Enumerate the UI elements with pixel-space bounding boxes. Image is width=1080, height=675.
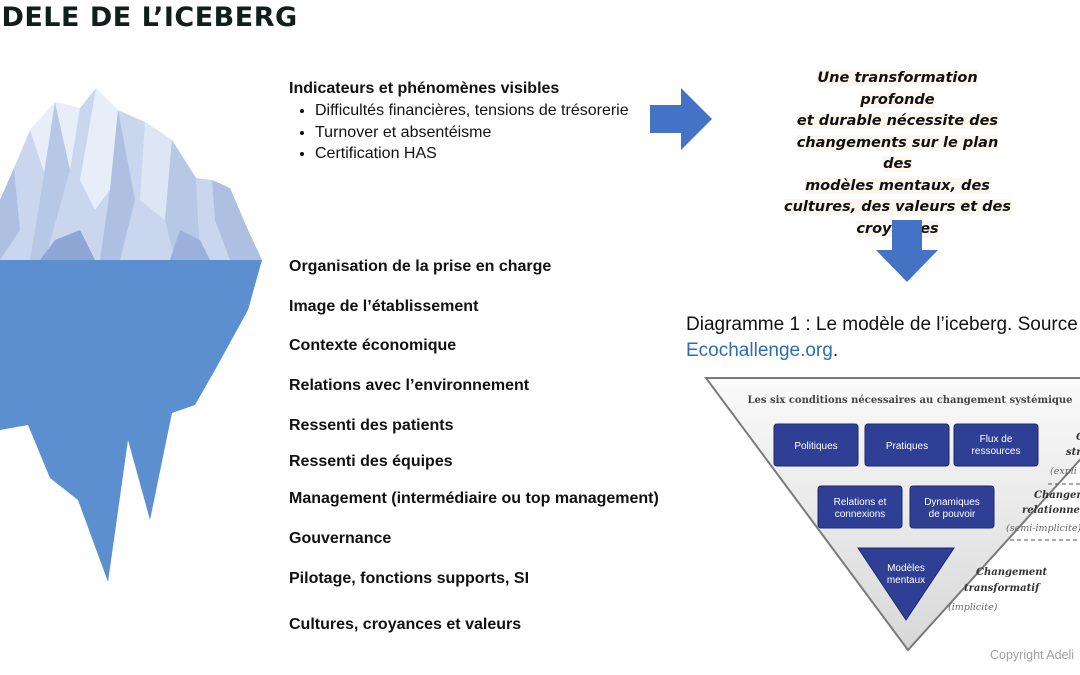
page-title: ODELE DE L’ICEBERG	[0, 2, 298, 33]
label-implicite: (implicite)	[948, 602, 998, 613]
hidden-factor-item: Relations avec l’environnement	[289, 377, 530, 394]
box-pratiques-label: Pratiques	[886, 441, 928, 452]
hidden-factor-item: Organisation de la prise en charge	[289, 258, 552, 275]
copyright-notice: Copyright Adeli	[990, 648, 1075, 662]
label-transformatif-line1: Changement	[976, 567, 1048, 578]
box-modeles-label-line1: Modèles	[887, 563, 925, 574]
hidden-factor-item: Ressenti des patients	[289, 417, 454, 434]
callout-line: changements sur le plan des	[796, 134, 999, 172]
box-politiques	[773, 423, 859, 467]
hidden-factor-item: Pilotage, fonctions supports, SI	[289, 570, 530, 587]
arrow-down-icon	[876, 220, 938, 282]
label-relationnel-line1: Changem	[1034, 490, 1080, 501]
box-flux-label-line1: Flux de	[980, 434, 1013, 445]
iceberg-underwater	[0, 260, 262, 582]
box-modeles-mentaux	[857, 547, 955, 621]
arrow-right-icon	[650, 88, 712, 150]
list-item: Difficultés financières, tensions de tré…	[315, 100, 629, 122]
caption-suffix: .	[832, 340, 839, 361]
triangle-heading: Les six conditions nécessaires au change…	[747, 395, 1072, 406]
box-dynamiques-pouvoir	[909, 485, 995, 529]
hidden-factor-item: Contexte économique	[289, 337, 457, 354]
hidden-factor-item: Gouvernance	[289, 530, 392, 547]
label-structurel-line2: str	[1066, 447, 1080, 458]
callout-line: et durable nécessite des	[796, 113, 999, 129]
box-relations-connexions	[817, 485, 903, 529]
box-modeles-label-line2: mentaux	[887, 575, 925, 586]
visible-indicators-list: Difficultés financières, tensions de tré…	[289, 100, 629, 165]
box-dynamiques-label-line1: Dynamiques	[924, 497, 980, 508]
iceberg-illustration	[0, 88, 262, 582]
diagram-caption: Diagramme 1 : Le modèle de l’iceberg. So…	[686, 312, 1078, 364]
callout-line: modèles mentaux, des	[805, 177, 990, 194]
box-relations-label-line1: Relations et	[834, 497, 887, 508]
label-structurel-line1: C	[1076, 432, 1080, 443]
box-relations-label-line2: connexions	[835, 509, 886, 520]
systems-change-triangle: Les six conditions nécessaires au change…	[704, 377, 1080, 652]
box-dynamiques-label-line2: de pouvoir	[929, 509, 976, 520]
hidden-factor-item: Ressenti des équipes	[289, 453, 453, 470]
source-link[interactable]: Ecochallenge.org	[686, 340, 833, 361]
label-semi-implicite: (semi-implicite)	[1006, 523, 1080, 534]
list-item: Certification HAS	[315, 143, 629, 165]
hidden-factor-item: Management (intermédiaire ou top managem…	[289, 490, 659, 507]
iceberg-above-water	[0, 88, 262, 260]
list-item: Turnover et absentéisme	[315, 122, 629, 144]
visible-indicators: Indicateurs et phénomènes visibles Diffi…	[289, 80, 629, 165]
visible-indicators-heading: Indicateurs et phénomènes visibles	[289, 80, 560, 97]
box-flux-ressources	[953, 423, 1039, 467]
label-explicite: (expli	[1050, 466, 1077, 477]
box-flux-label-line2: ressources	[972, 446, 1021, 457]
box-politiques-label: Politiques	[794, 441, 837, 452]
label-transformatif-line2: transformatif	[964, 583, 1041, 594]
callout-line: Une transformation profonde	[817, 70, 978, 108]
hidden-factor-item: Image de l’établissement	[289, 298, 479, 315]
hidden-factor-item: Cultures, croyances et valeurs	[289, 616, 522, 633]
transformation-callout: Une transformation profonde et durable n…	[780, 68, 1015, 240]
label-relationnel-line2: relationnel	[1022, 505, 1080, 516]
caption-text: Diagramme 1 : Le modèle de l’iceberg. So…	[686, 314, 1078, 335]
callout-line: cultures, des valeurs et des	[783, 199, 1012, 215]
box-pratiques	[864, 423, 950, 467]
